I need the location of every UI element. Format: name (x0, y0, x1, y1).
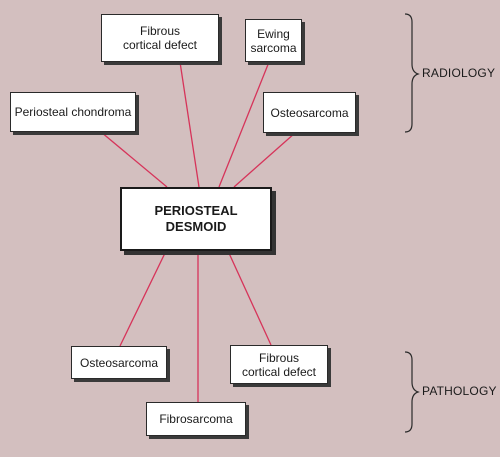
connector-to-ewing-sarcoma (218, 61, 270, 188)
node-fibrosarcoma: Fibrosarcoma (146, 402, 246, 436)
node-label: Fibrosarcoma (159, 412, 233, 426)
node-label: Periosteal chondroma (14, 105, 132, 119)
node-osteosarcoma-radiology: Osteosarcoma (263, 92, 356, 133)
node-label: Fibrous cortical defect (241, 350, 317, 379)
radiology-bracket (404, 13, 420, 133)
connector-to-osteosarcoma-pathology (119, 250, 167, 347)
node-fibrous-cortical-defect-pathology: Fibrous cortical defect (230, 345, 328, 384)
node-periosteal-desmoid: PERIOSTEAL DESMOID (120, 187, 272, 251)
radiology-label: RADIOLOGY (422, 66, 496, 80)
node-label: Fibrous cortical defect (122, 24, 198, 52)
node-periosteal-chondroma: Periosteal chondroma (10, 92, 136, 132)
node-ewing-sarcoma: Ewing sarcoma (245, 19, 302, 62)
connector-to-osteosarcoma-radiology (233, 132, 296, 188)
node-label: Ewing sarcoma (250, 26, 297, 55)
connector-to-fibrous-cortical-defect-pathology (227, 250, 272, 346)
pathology-label: PATHOLOGY (422, 384, 497, 398)
connector-to-fibrous-cortical-defect-radiology (179, 61, 200, 188)
node-label: Osteosarcoma (79, 355, 159, 370)
node-osteosarcoma-pathology: Osteosarcoma (71, 346, 167, 379)
pathology-bracket (404, 351, 420, 433)
node-label: Osteosarcoma (270, 105, 349, 120)
node-fibrous-cortical-defect-radiology: Fibrous cortical defect (101, 14, 219, 62)
center-label: PERIOSTEAL DESMOID (154, 203, 238, 234)
connector-to-periosteal-chondroma (100, 131, 168, 188)
